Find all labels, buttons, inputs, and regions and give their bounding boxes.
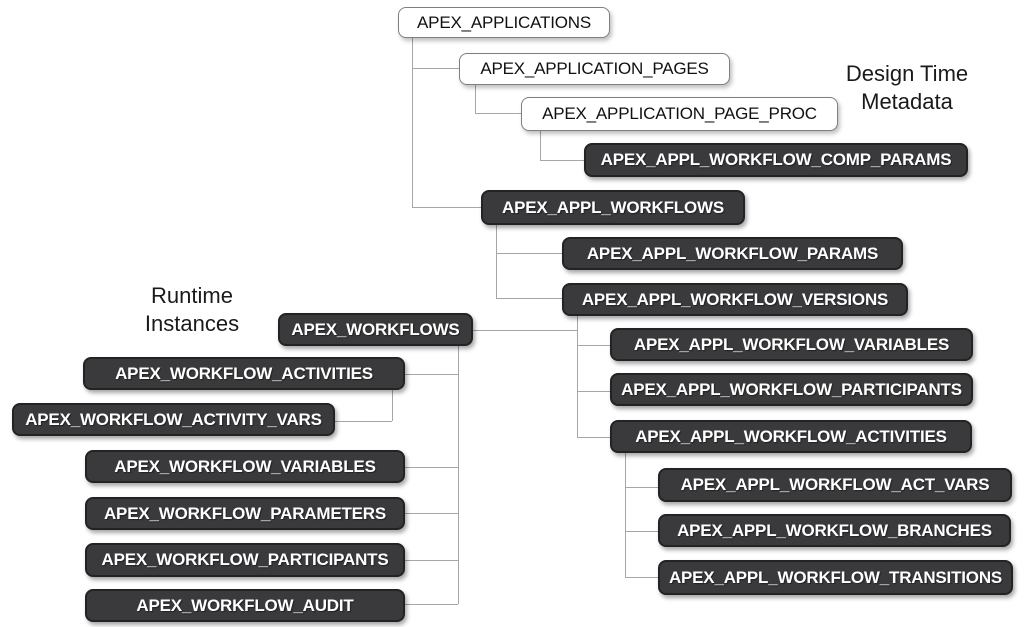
node-label: APEX_WORKFLOW_PARAMETERS (103, 503, 386, 523)
node-apex-workflow-activities: APEX_WORKFLOW_ACTIVITIES (83, 357, 405, 390)
connector-line (475, 85, 476, 113)
connector-line (475, 113, 522, 114)
node-apex-appl-workflow-branches: APEX_APPL_WORKFLOW_BRANCHES (658, 514, 1011, 547)
connector-line (540, 160, 584, 161)
node-label: APEX_WORKFLOWS (291, 319, 460, 339)
node-apex-appl-workflow-comp-params: APEX_APPL_WORKFLOW_COMP_PARAMS (584, 143, 968, 177)
node-apex-appl-workflow-variables: APEX_APPL_WORKFLOW_VARIABLES (610, 328, 973, 361)
runtime-instances-label-line1: Runtime (151, 283, 233, 308)
node-label: APEX_APPL_WORKFLOW_PARAMS (586, 243, 879, 263)
node-apex-workflows: APEX_WORKFLOWS (278, 313, 473, 346)
node-label: APEX_WORKFLOW_ACTIVITIES (115, 363, 373, 383)
node-apex-appl-workflow-activities: APEX_APPL_WORKFLOW_ACTIVITIES (610, 420, 972, 453)
node-apex-workflow-activity-vars: APEX_WORKFLOW_ACTIVITY_VARS (12, 403, 335, 436)
runtime-instances-label: Runtime Instances (92, 282, 292, 338)
node-label: APEX_APPL_WORKFLOW_VARIABLES (633, 334, 950, 354)
connector-line (392, 390, 393, 421)
connector-line (405, 513, 458, 514)
node-label: APEX_APPLICATION_PAGES (480, 59, 709, 78)
connector-line (577, 437, 610, 438)
connector-line (405, 604, 458, 605)
node-label: APEX_APPL_WORKFLOW_BRANCHES (677, 520, 992, 540)
node-label: APEX_WORKFLOW_AUDIT (136, 595, 354, 615)
connector-line (625, 531, 658, 532)
node-apex-application-page-proc: APEX_APPLICATION_PAGE_PROC (521, 97, 838, 131)
connector-line (405, 467, 458, 468)
connector-line (496, 225, 497, 298)
connector-line (540, 131, 541, 160)
connector-line (473, 330, 577, 331)
node-apex-appl-workflow-transitions: APEX_APPL_WORKFLOW_TRANSITIONS (658, 560, 1013, 595)
connector-line (625, 453, 626, 577)
node-apex-application-pages: APEX_APPLICATION_PAGES (459, 53, 730, 85)
connector-line (625, 487, 658, 488)
connector-line (496, 253, 562, 254)
runtime-instances-label-line2: Instances (144, 311, 240, 336)
design-time-metadata-label-line1: Design Time (845, 61, 969, 86)
node-apex-appl-workflow-participants: APEX_APPL_WORKFLOW_PARTICIPANTS (610, 373, 973, 406)
connector-line (412, 38, 413, 207)
node-label: APEX_APPL_WORKFLOW_COMP_PARAMS (600, 150, 952, 169)
node-label: APEX_WORKFLOW_PARTICIPANTS (101, 550, 389, 569)
connector-line (412, 207, 482, 208)
node-label: APEX_APPL_WORKFLOW_ACTIVITIES (635, 426, 947, 446)
connector-line (458, 345, 459, 604)
connector-line (625, 577, 658, 578)
node-label: APEX_APPLICATION_PAGE_PROC (542, 104, 817, 123)
node-apex-appl-workflow-params: APEX_APPL_WORKFLOW_PARAMS (562, 237, 903, 270)
node-label: APEX_APPL_WORKFLOW_VERSIONS (581, 289, 889, 309)
node-label: APEX_APPL_WORKFLOW_TRANSITIONS (668, 567, 1003, 587)
connector-line (335, 421, 392, 422)
connector-line (412, 68, 459, 69)
node-label: APEX_WORKFLOW_VARIABLES (114, 456, 376, 476)
node-label: APEX_APPLICATIONS (417, 12, 591, 32)
node-label: APEX_APPL_WORKFLOWS (502, 197, 724, 217)
node-label: APEX_APPL_WORKFLOW_PARTICIPANTS (621, 379, 962, 399)
connector-line (577, 316, 578, 437)
node-apex-appl-workflows: APEX_APPL_WORKFLOWS (481, 190, 745, 225)
node-label: APEX_WORKFLOW_ACTIVITY_VARS (25, 409, 322, 429)
node-apex-workflow-participants: APEX_WORKFLOW_PARTICIPANTS (85, 543, 405, 577)
connector-line (577, 345, 610, 346)
node-label: APEX_APPL_WORKFLOW_ACT_VARS (680, 475, 990, 494)
node-apex-applications: APEX_APPLICATIONS (398, 7, 610, 38)
connector-line (405, 374, 458, 375)
connector-line (496, 298, 562, 299)
design-time-metadata-label: Design Time Metadata (807, 60, 1007, 116)
node-apex-workflow-parameters: APEX_WORKFLOW_PARAMETERS (85, 497, 405, 530)
node-apex-appl-workflow-act-vars: APEX_APPL_WORKFLOW_ACT_VARS (658, 468, 1012, 502)
connector-line (405, 560, 458, 561)
node-apex-appl-workflow-versions: APEX_APPL_WORKFLOW_VERSIONS (562, 283, 908, 316)
connector-line (577, 391, 610, 392)
node-apex-workflow-audit: APEX_WORKFLOW_AUDIT (85, 589, 405, 622)
design-time-metadata-label-line2: Metadata (861, 89, 953, 114)
node-apex-workflow-variables: APEX_WORKFLOW_VARIABLES (85, 450, 405, 483)
